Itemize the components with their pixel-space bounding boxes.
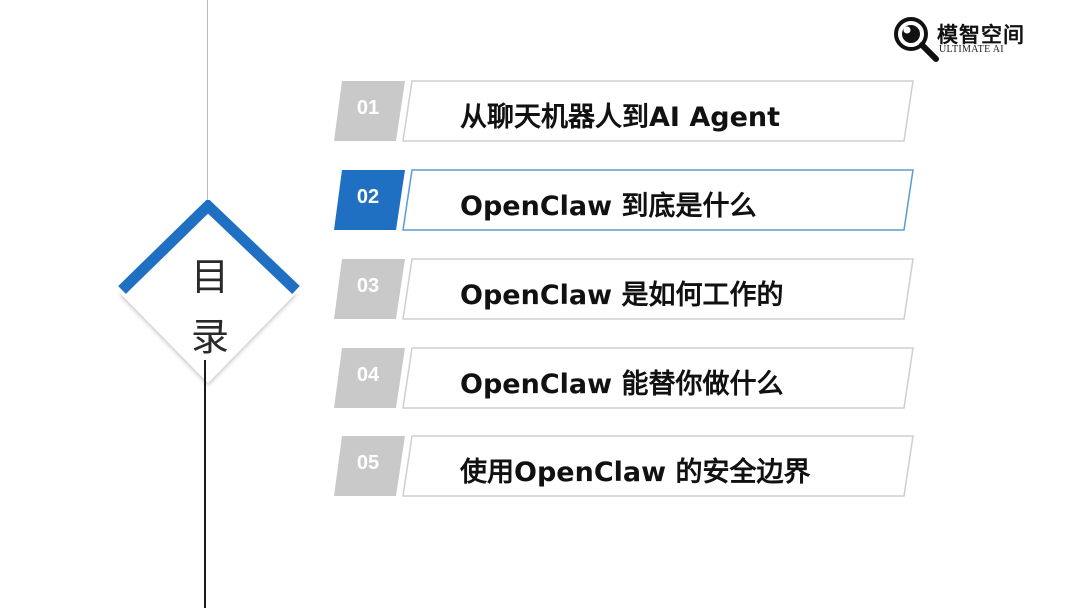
toc-item-number: 02 — [356, 186, 380, 208]
toc-item-number: 05 — [356, 452, 380, 474]
toc-title-char-2: 录 — [190, 315, 229, 359]
toc-title-char-1: 目 — [190, 255, 229, 299]
toc-item-02[interactable]: 02 OpenClaw 到底是什么 — [333, 169, 915, 231]
toc-item-title: OpenClaw 是如何工作的 — [460, 280, 784, 311]
decor-line-top — [207, 0, 208, 212]
brand-logo: 模智空间 ULTIMATE AI — [891, 14, 1061, 64]
toc-item-01[interactable]: 01 从聊天机器人到AI Agent — [333, 80, 915, 142]
brand-subtitle: ULTIMATE AI — [939, 44, 1004, 55]
toc-item-number: 03 — [356, 275, 380, 297]
toc-item-title: OpenClaw 到底是什么 — [460, 191, 757, 222]
toc-item-04[interactable]: 04 OpenClaw 能替你做什么 — [333, 347, 915, 409]
toc-item-number: 04 — [356, 364, 380, 386]
toc-item-shape — [334, 169, 914, 231]
toc-item-title: 从聊天机器人到AI Agent — [460, 102, 781, 133]
toc-item-shape — [334, 347, 914, 409]
toc-item-shape — [334, 258, 914, 320]
toc-item-title: 使用OpenClaw 的安全边界 — [460, 457, 811, 488]
toc-item-number: 01 — [356, 97, 380, 119]
toc-item-05[interactable]: 05 使用OpenClaw 的安全边界 — [333, 435, 915, 497]
magnifier-logo-icon — [894, 17, 939, 62]
toc-item-shape — [334, 80, 914, 142]
toc-item-shape — [334, 435, 914, 497]
decor-line-bottom — [204, 360, 206, 608]
brand-name: 模智空间 — [937, 23, 1025, 47]
toc-diamond — [118, 200, 300, 383]
toc-item-03[interactable]: 03 OpenClaw 是如何工作的 — [333, 258, 915, 320]
toc-item-title: OpenClaw 能替你做什么 — [460, 369, 784, 400]
